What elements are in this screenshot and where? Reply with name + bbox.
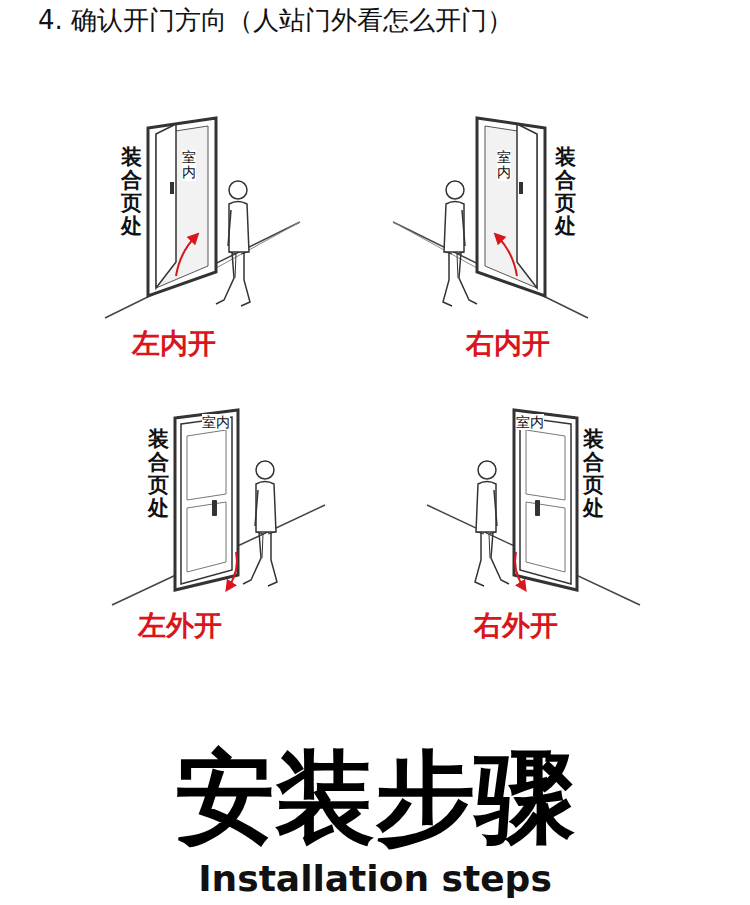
right-outward-door: [427, 410, 640, 605]
direction-caption: 左内开: [132, 328, 216, 360]
indoor-label: 室内: [497, 150, 511, 181]
right-inward-door: [393, 118, 588, 318]
indoor-label: 室内: [516, 414, 544, 430]
direction-caption: 左外开: [138, 610, 222, 642]
left-outward-door: [112, 410, 325, 605]
direction-caption: 右内开: [466, 328, 550, 360]
indoor-label: 室内: [182, 150, 196, 181]
hinge-label: 装合页处: [148, 428, 169, 520]
subtitle: Installation steps: [0, 858, 750, 899]
hinge-label: 装合页处: [583, 428, 604, 520]
hinge-label: 装合页处: [555, 146, 576, 238]
page-title: 安装步骤: [0, 748, 750, 848]
step-heading: 4. 确认开门方向（人站门外看怎么开门）: [38, 6, 513, 36]
indoor-label: 室内: [202, 414, 230, 430]
hinge-label: 装合页处: [121, 146, 142, 238]
left-inward-door: [105, 118, 300, 318]
direction-caption: 右外开: [474, 610, 558, 642]
